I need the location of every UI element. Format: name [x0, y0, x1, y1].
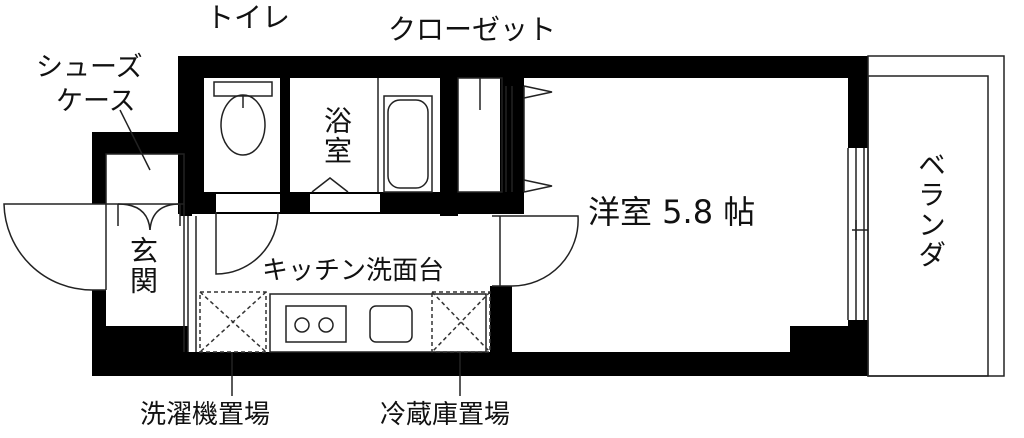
label-shoe-case-line1: シューズ	[36, 52, 143, 83]
label-fridge-space: 冷蔵庫置場	[380, 400, 511, 430]
label-washer-space: 洗濯機置場	[140, 400, 271, 430]
label-entrance: 玄関	[126, 236, 159, 296]
label-bath: 浴室	[320, 106, 353, 166]
label-western-room: 洋室 5.8 帖	[588, 193, 756, 231]
label-toilet: トイレ	[206, 1, 291, 34]
label-balcony: ベランダ	[914, 150, 947, 270]
openings	[216, 194, 380, 212]
label-kitchen-sink: キッチン洗面台	[262, 256, 445, 286]
label-shoe-case-line2: ケース	[56, 86, 136, 117]
label-closet: クローゼット	[388, 13, 557, 46]
appliance-spaces	[199, 291, 491, 353]
fixtures	[3, 55, 1005, 396]
